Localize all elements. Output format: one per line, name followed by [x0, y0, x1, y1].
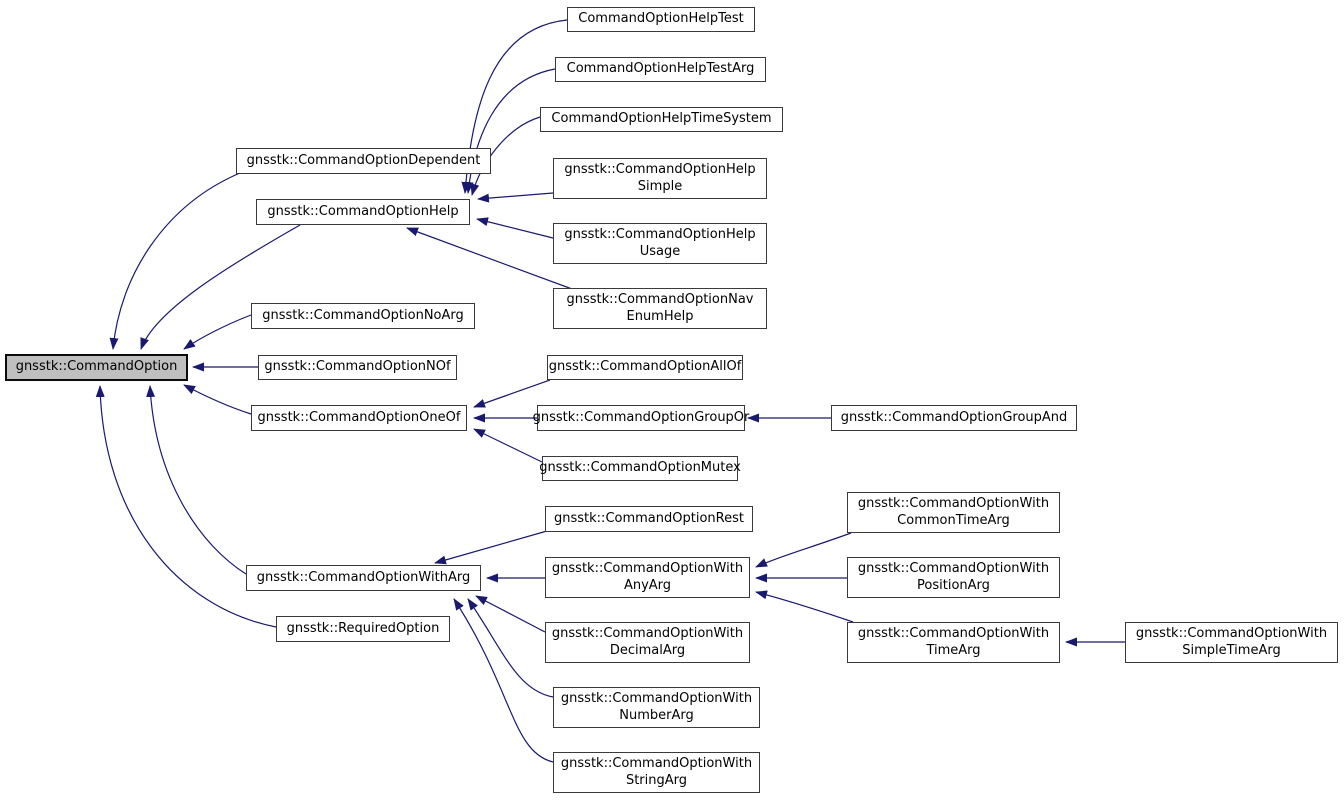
edge-required-option-to-command-option [95, 385, 277, 628]
node-with-number-arg[interactable]: gnsstk::CommandOptionWith NumberArg [553, 687, 760, 728]
node-help-test-arg[interactable]: CommandOptionHelpTestArg [555, 57, 766, 82]
node-help-time-system[interactable]: CommandOptionHelpTimeSystem [540, 107, 783, 132]
node-with-string-arg[interactable]: gnsstk::CommandOptionWith StringArg [553, 752, 760, 793]
edge-nav-enum-help-to-help [406, 227, 573, 290]
edge-help-usage-to-help [476, 217, 554, 239]
node-with-time-arg[interactable]: gnsstk::CommandOptionWith TimeArg [847, 622, 1060, 663]
edge-help-simple-to-help [477, 192, 554, 203]
node-with-common-time-arg[interactable]: gnsstk::CommandOptionWith CommonTimeArg [847, 492, 1060, 533]
node-nav-enum-help[interactable]: gnsstk::CommandOptionNav EnumHelp [553, 288, 767, 329]
node-with-arg[interactable]: gnsstk::CommandOptionWithArg [246, 565, 481, 591]
node-with-any-arg[interactable]: gnsstk::CommandOptionWith AnyArg [545, 557, 750, 598]
edge-no-arg-to-command-option [183, 314, 252, 350]
node-with-decimal-arg[interactable]: gnsstk::CommandOptionWith DecimalArg [545, 622, 750, 663]
edge-with-arg-to-command-option [146, 385, 247, 575]
node-no-arg[interactable]: gnsstk::CommandOptionNoArg [251, 303, 475, 329]
edge-with-time-arg-to-with-any-arg [755, 590, 854, 623]
node-dependent[interactable]: gnsstk::CommandOptionDependent [236, 148, 491, 174]
edge-with-common-time-arg-to-with-any-arg [755, 532, 852, 568]
node-help-simple[interactable]: gnsstk::CommandOptionHelp Simple [553, 158, 767, 199]
node-with-position-arg[interactable]: gnsstk::CommandOptionWith PositionArg [847, 557, 1060, 598]
edge-mutex-to-one-of [473, 428, 543, 463]
node-required-option[interactable]: gnsstk::RequiredOption [276, 616, 450, 642]
edge-help-to-command-option [140, 224, 301, 350]
node-nof[interactable]: gnsstk::CommandOptionNOf [258, 355, 457, 380]
edge-with-number-arg-to-with-arg [467, 598, 554, 698]
edge-help-time-system-to-help [470, 116, 541, 196]
node-command-option: gnsstk::CommandOption [5, 354, 188, 381]
edge-all-of-to-one-of [473, 379, 551, 408]
node-mutex[interactable]: gnsstk::CommandOptionMutex [539, 456, 741, 481]
edge-one-of-to-command-option [183, 384, 252, 415]
node-all-of[interactable]: gnsstk::CommandOptionAllOf [547, 355, 743, 380]
node-help-test[interactable]: CommandOptionHelpTest [567, 7, 755, 32]
node-help[interactable]: gnsstk::CommandOptionHelp [256, 199, 470, 225]
edge-rest-to-with-arg [434, 530, 548, 565]
node-with-simple-time-arg[interactable]: gnsstk::CommandOptionWith SimpleTimeArg [1125, 622, 1338, 663]
node-one-of[interactable]: gnsstk::CommandOptionOneOf [251, 405, 467, 431]
edge-with-string-arg-to-with-arg [453, 598, 554, 763]
node-group-and[interactable]: gnsstk::CommandOptionGroupAnd [831, 405, 1077, 431]
node-group-or[interactable]: gnsstk::CommandOptionGroupOr [533, 405, 749, 431]
node-rest[interactable]: gnsstk::CommandOptionRest [545, 506, 753, 532]
edge-dependent-to-command-option [109, 172, 241, 350]
edge-with-decimal-arg-to-with-arg [475, 595, 546, 633]
node-help-usage[interactable]: gnsstk::CommandOptionHelp Usage [553, 223, 767, 264]
